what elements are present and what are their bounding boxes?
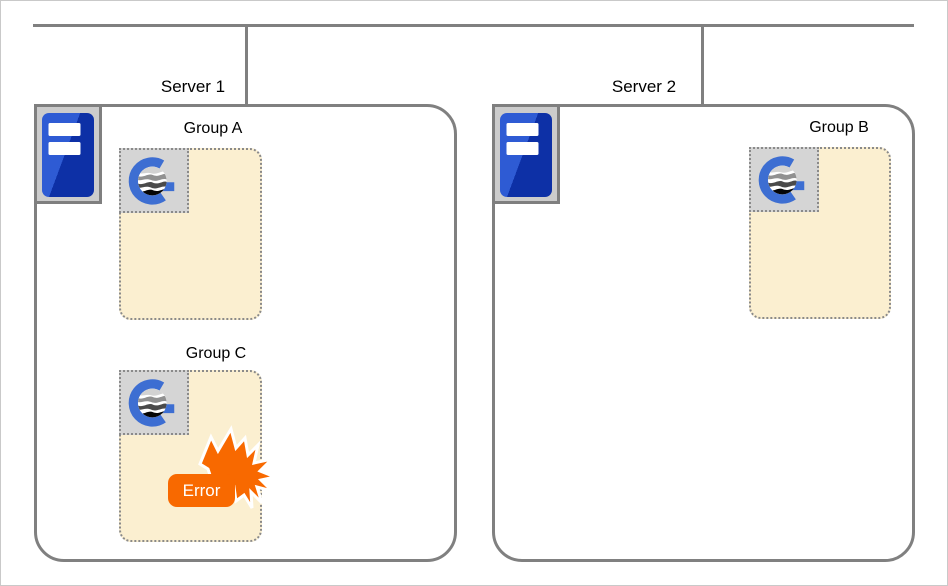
error-badge-label: Error — [182, 480, 221, 500]
server2-label: Server 2 — [611, 77, 677, 96]
group-a-box — [119, 148, 262, 320]
g-globe-icon — [125, 376, 183, 430]
group-logo-tile — [749, 147, 819, 212]
group-a-label: Group A — [183, 120, 243, 137]
group-b-label: Group B — [809, 119, 869, 136]
group-c-label: Group C — [185, 345, 247, 362]
group-logo-tile — [119, 148, 189, 213]
g-globe-icon — [125, 154, 183, 208]
server1-connector-line — [245, 24, 248, 106]
server-rack-icon — [34, 104, 102, 204]
server1-label: Server 1 — [160, 77, 226, 96]
group-b-box — [749, 147, 891, 319]
network-bus-line — [33, 24, 914, 27]
server2-connector-line — [701, 24, 704, 106]
group-logo-tile — [119, 370, 189, 435]
server-rack-icon — [492, 104, 560, 204]
error-badge: Error — [168, 474, 235, 507]
g-globe-icon — [755, 153, 813, 207]
